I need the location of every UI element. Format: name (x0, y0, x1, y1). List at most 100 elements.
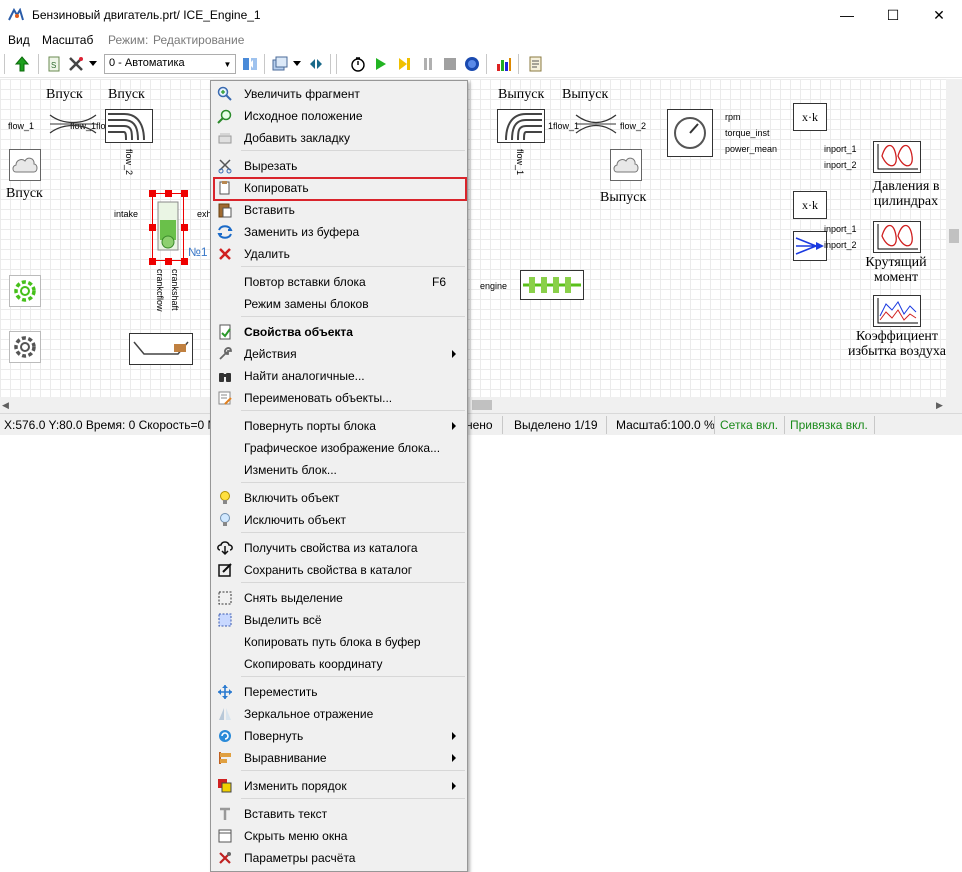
context-menu-item[interactable]: Выделить всё (211, 609, 467, 631)
tools-button[interactable] (66, 54, 86, 74)
scroll-thumb[interactable] (472, 400, 492, 410)
context-menu-item-label: Копировать путь блока в буфер (244, 635, 421, 649)
selection-handle[interactable] (149, 224, 156, 231)
intake-manifold-block[interactable] (105, 109, 153, 143)
mode-select[interactable]: 0 - Автоматика ▼ (104, 54, 236, 74)
context-menu-item[interactable]: Получить свойства из каталога (211, 537, 467, 559)
step-button[interactable] (394, 54, 414, 74)
context-menu-item[interactable]: Найти аналогичные... (211, 365, 467, 387)
crankcase-block[interactable] (129, 333, 193, 365)
valve-block[interactable] (48, 113, 98, 135)
context-menu-item[interactable]: Скопировать координату (211, 653, 467, 675)
label-vypusk: Выпуск (600, 190, 646, 206)
plot-block-lambda[interactable] (873, 295, 921, 327)
menu-separator (241, 150, 465, 151)
context-menu-item[interactable]: Увеличить фрагмент (211, 83, 467, 105)
context-menu-item[interactable]: Графическое изображение блока... (211, 437, 467, 459)
context-menu-item[interactable]: Заменить из буфера (211, 221, 467, 243)
crankshaft-block[interactable] (520, 270, 584, 300)
stop-button[interactable] (440, 54, 460, 74)
settings-doc-button[interactable] (526, 54, 546, 74)
script-button[interactable]: S (44, 54, 64, 74)
run-button[interactable] (370, 54, 390, 74)
plot-block-torque[interactable] (873, 221, 921, 253)
context-menu-item-label: Переименовать объекты... (244, 391, 392, 405)
context-menu-item[interactable]: Исходное положение (211, 105, 467, 127)
menu-view[interactable]: Вид (8, 33, 30, 47)
context-menu-item[interactable]: Изменить порядок (211, 775, 467, 797)
context-menu-item[interactable]: Удалить (211, 243, 467, 265)
context-menu-item[interactable]: Переименовать объекты... (211, 387, 467, 409)
context-menu-item[interactable]: Параметры расчёта (211, 847, 467, 869)
context-menu-item[interactable]: Копировать (211, 177, 467, 199)
context-menu-item[interactable]: Скрыть меню окна (211, 825, 467, 847)
gain-block[interactable]: x·k (793, 103, 827, 131)
tools-dropdown[interactable] (88, 54, 98, 74)
exhaust-manifold-block[interactable] (497, 109, 545, 143)
status-grid[interactable]: Сетка вкл. (720, 418, 778, 432)
context-menu-item[interactable]: Свойства объекта (211, 321, 467, 343)
sensor-block[interactable] (667, 109, 713, 157)
context-menu-item[interactable]: Добавить закладку (211, 127, 467, 149)
context-menu-item[interactable]: Изменить блок... (211, 459, 467, 481)
context-menu-item-label: Повтор вставки блока (244, 275, 366, 289)
context-menu-item[interactable]: Вставить текст (211, 803, 467, 825)
diagram-canvas[interactable]: Впуск Впуск flow_1 flow_1flow_2 flow_2 В… (0, 79, 962, 397)
environment-block[interactable] (610, 149, 642, 181)
sync-button[interactable] (306, 54, 326, 74)
settings-block-green[interactable] (9, 275, 41, 307)
timer-button[interactable] (348, 54, 368, 74)
horizontal-scrollbar[interactable]: ◀ ▶ (0, 397, 962, 413)
sync-time-button[interactable] (462, 54, 482, 74)
plots-button[interactable] (494, 54, 514, 74)
scroll-left-arrow[interactable]: ◀ (2, 400, 9, 411)
context-menu-item[interactable]: Повернуть (211, 725, 467, 747)
plot-block-pressure[interactable] (873, 141, 921, 173)
mux-block[interactable] (793, 231, 827, 261)
context-menu-item[interactable]: Сохранить свойства в каталог (211, 559, 467, 581)
environment-block[interactable] (9, 149, 41, 181)
context-menu-item[interactable]: Режим замены блоков (211, 293, 467, 315)
selection-handle[interactable] (149, 258, 156, 265)
context-menu-item[interactable]: Исключить объект (211, 509, 467, 531)
toolbar-separator (38, 54, 39, 74)
maximize-button[interactable]: ☐ (870, 0, 916, 30)
minimize-button[interactable]: — (824, 0, 870, 30)
selection-handle[interactable] (165, 190, 172, 197)
status-snap[interactable]: Привязка вкл. (790, 418, 868, 432)
up-level-button[interactable] (12, 54, 32, 74)
structure-button[interactable] (240, 54, 260, 74)
pause-button[interactable] (418, 54, 438, 74)
selection-handle[interactable] (181, 258, 188, 265)
settings-block-gray[interactable] (9, 331, 41, 363)
context-menu-item[interactable]: Зеркальное отражение (211, 703, 467, 725)
scroll-thumb[interactable] (949, 229, 959, 243)
windows-dropdown[interactable] (292, 54, 302, 74)
port-engine: engine (480, 281, 507, 291)
selection-handle[interactable] (149, 190, 156, 197)
context-menu-item[interactable]: Выравнивание (211, 747, 467, 769)
cylinder-block-selected[interactable] (152, 193, 184, 261)
context-menu-item[interactable]: Вставить (211, 199, 467, 221)
selection-handle[interactable] (181, 224, 188, 231)
edit-save-icon (217, 562, 233, 578)
vertical-scrollbar[interactable] (946, 79, 962, 397)
context-menu-item[interactable]: Снять выделение (211, 587, 467, 609)
close-button[interactable]: ✕ (916, 0, 962, 30)
selection-handle[interactable] (181, 190, 188, 197)
scroll-right-arrow[interactable]: ▶ (936, 400, 943, 411)
context-menu-item[interactable]: Действия (211, 343, 467, 365)
mirror-icon (217, 706, 233, 722)
selection-handle[interactable] (165, 258, 172, 265)
context-menu-item[interactable]: Переместить (211, 681, 467, 703)
context-menu-item[interactable]: Повернуть порты блока (211, 415, 467, 437)
context-menu-item[interactable]: Вырезать (211, 155, 467, 177)
context-menu-item[interactable]: Повтор вставки блокаF6 (211, 271, 467, 293)
context-menu-item[interactable]: Копировать путь блока в буфер (211, 631, 467, 653)
menu-scale[interactable]: Масштаб (42, 33, 93, 47)
valve-block[interactable] (574, 113, 618, 135)
context-menu-item-label: Вставить (244, 203, 295, 217)
windows-button[interactable] (270, 54, 290, 74)
gain-block[interactable]: x·k (793, 191, 827, 219)
context-menu-item[interactable]: Включить объект (211, 487, 467, 509)
